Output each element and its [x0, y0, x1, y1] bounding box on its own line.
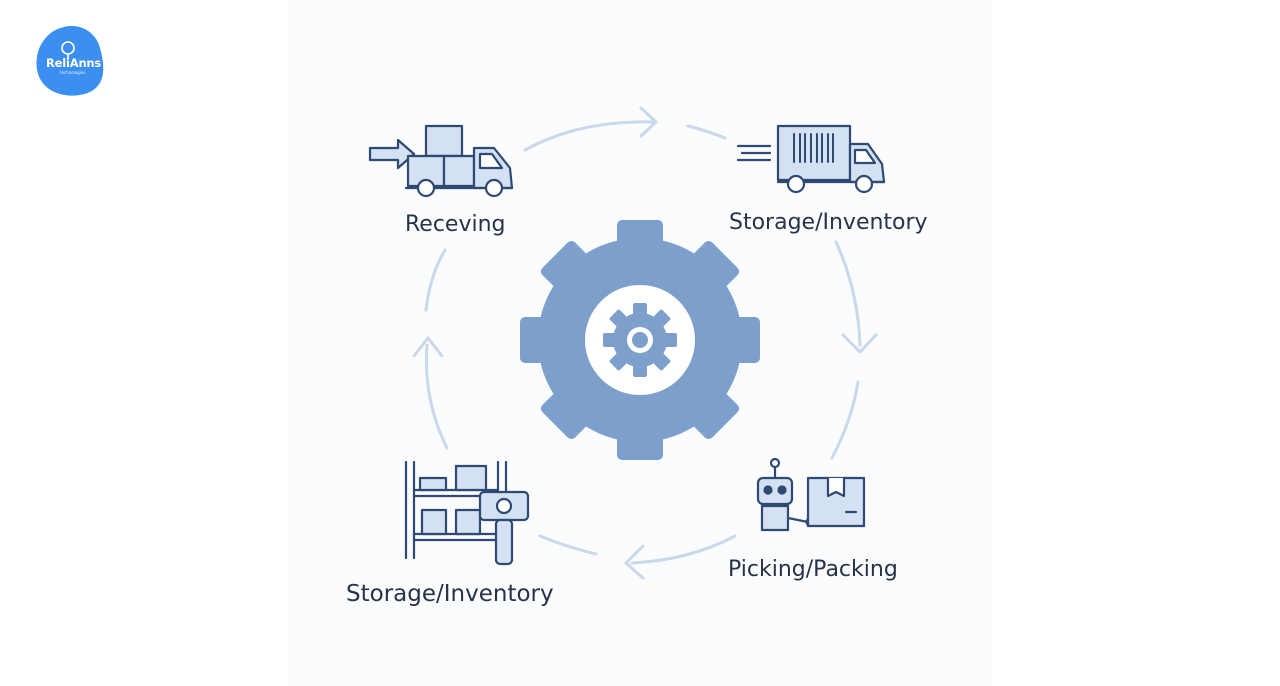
- arrow-top-tail: [686, 124, 727, 140]
- step-label-storage-inventory-bottom: Storage/Inventory: [346, 581, 554, 607]
- arrow-receiving-to-storage: [523, 120, 654, 152]
- gear-icon: [520, 220, 760, 460]
- brand-logo: ReliAnns technologies: [34, 24, 108, 98]
- inner-gear-icon: [603, 303, 677, 377]
- delivery-truck-arrow-icon: [368, 124, 514, 198]
- brand-name: ReliAnns: [46, 56, 102, 70]
- arrowhead-top: [639, 106, 658, 138]
- arrow-storage-to-picking: [834, 240, 862, 347]
- brand-tagline: technologies: [60, 70, 86, 75]
- robot-package-icon: [756, 457, 866, 532]
- step-label-storage-inventory-top: Storage/Inventory: [729, 210, 928, 235]
- step-label-picking-packing: Picking/Packing: [728, 557, 898, 582]
- arrow-right-tail: [830, 380, 860, 460]
- arrowhead-left: [412, 336, 444, 358]
- arrow-left-tail: [424, 248, 447, 312]
- step-label-receiving: Receving: [405, 212, 506, 237]
- barcode-truck-icon: [736, 124, 886, 194]
- arrowhead-right: [841, 333, 878, 354]
- arrow-bottom-tail: [538, 534, 598, 556]
- arrowhead-bottom: [624, 544, 645, 580]
- shelving-scanner-icon: [404, 460, 530, 566]
- arrow-picking-to-storage: [630, 534, 737, 565]
- logo-blob-icon: [36, 26, 104, 96]
- arrow-storage-to-receiving: [424, 343, 449, 450]
